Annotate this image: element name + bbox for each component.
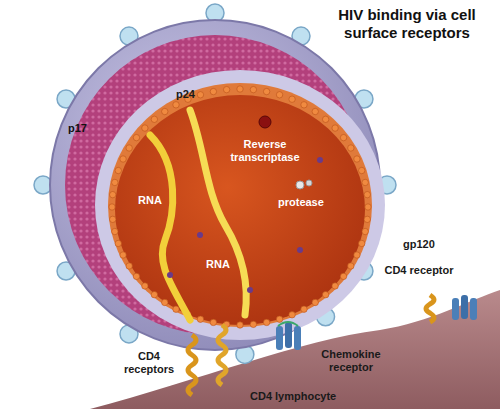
chemokine-receptor: [452, 295, 477, 320]
capsid-bead: [126, 263, 132, 269]
capsid-bead: [289, 312, 295, 318]
capsid-bead: [120, 156, 126, 162]
capsid-bead: [250, 321, 256, 327]
capsid-bead: [312, 299, 318, 305]
capsid-bead: [301, 306, 307, 312]
capsid-shell: [108, 83, 372, 327]
capsid-bead: [276, 92, 282, 98]
protein-label: p17: [68, 122, 87, 135]
capsid-bead: [364, 216, 370, 222]
protein-label: p24: [176, 88, 195, 101]
capsid-bead: [223, 86, 229, 92]
receptor-label: CD4 receptors: [116, 350, 182, 376]
cell-label: CD4 lymphocyte: [250, 390, 336, 403]
rna-label: RNA: [138, 194, 162, 207]
capsid-bead: [359, 167, 365, 173]
receptor-label: Chemokine receptor: [313, 348, 389, 374]
capsid-bead: [263, 88, 269, 94]
capsid-bead: [362, 228, 368, 234]
capsid-bead: [364, 191, 370, 197]
capsid-bead: [210, 88, 216, 94]
capsid-bead: [126, 145, 132, 151]
capsid-bead: [142, 125, 148, 131]
cd4-receptor: [218, 325, 226, 385]
capsid-bead: [133, 273, 139, 279]
capsid-bead: [162, 108, 168, 114]
capsid-bead: [110, 216, 116, 222]
capsid-bead: [109, 204, 115, 210]
enzyme-label: protease: [278, 196, 324, 209]
protein-dot: [197, 232, 203, 238]
capsid-bead: [322, 291, 328, 297]
receptor-label: CD4 receptor: [383, 264, 455, 277]
capsid-bead: [151, 116, 157, 122]
capsid-bead: [120, 252, 126, 258]
cd4-receptor: [426, 295, 434, 322]
capsid-bead: [362, 179, 368, 185]
capsid-bead: [115, 240, 121, 246]
capsid-bead: [237, 322, 243, 328]
capsid-bead: [142, 283, 148, 289]
capsid-bead: [312, 108, 318, 114]
capsid-bead: [340, 273, 346, 279]
gp120-spikes: [34, 4, 396, 363]
rna-strand: [190, 110, 246, 315]
cut-face: [95, 70, 385, 340]
capsid-bead: [332, 125, 338, 131]
enzyme-label: Reverse transcriptase: [225, 138, 305, 164]
capsid-bead: [210, 319, 216, 325]
capsid-bead: [250, 86, 256, 92]
capsid-bead: [340, 134, 346, 140]
capsid-bead: [162, 299, 168, 305]
capsid-bead: [197, 92, 203, 98]
capsid-bead: [112, 228, 118, 234]
protein-dot: [247, 287, 253, 293]
capsid-bead: [151, 291, 157, 297]
capsid-bead: [197, 316, 203, 322]
cd4-receptor: [188, 335, 196, 395]
diagram-title: HIV binding via cell surface receptors: [318, 6, 496, 42]
capsid-bead: [115, 167, 121, 173]
protease: [306, 180, 312, 186]
capsid-bead: [112, 179, 118, 185]
capsid-bead: [332, 283, 338, 289]
capsid-bead: [354, 252, 360, 258]
capsid-bead: [276, 316, 282, 322]
protein-dot: [317, 157, 323, 163]
capsid-beads: [109, 86, 371, 328]
capsid-bead: [133, 134, 139, 140]
capsid-bead: [173, 306, 179, 312]
capsid-bead: [173, 102, 179, 108]
capsid-bead: [237, 86, 243, 92]
capsid-bead: [322, 116, 328, 122]
rna-strand: [150, 135, 190, 320]
capsid-bead: [263, 319, 269, 325]
capsid-bead: [348, 263, 354, 269]
capsid-bead: [348, 145, 354, 151]
capsid-bead: [354, 156, 360, 162]
capsid-bead: [289, 96, 295, 102]
protein-dot: [167, 272, 173, 278]
capsid-bead: [365, 204, 371, 210]
chemokine-receptor: [276, 322, 301, 350]
protease: [296, 181, 304, 189]
rna-label: RNA: [206, 258, 230, 271]
protein-dot: [297, 247, 303, 253]
glycoprotein-label: gp120: [403, 238, 435, 251]
reverse-transcriptase: [259, 116, 271, 128]
capsid-bead: [359, 240, 365, 246]
capsid-core: [115, 95, 365, 325]
capsid-bead: [110, 191, 116, 197]
capsid-bead: [301, 102, 307, 108]
